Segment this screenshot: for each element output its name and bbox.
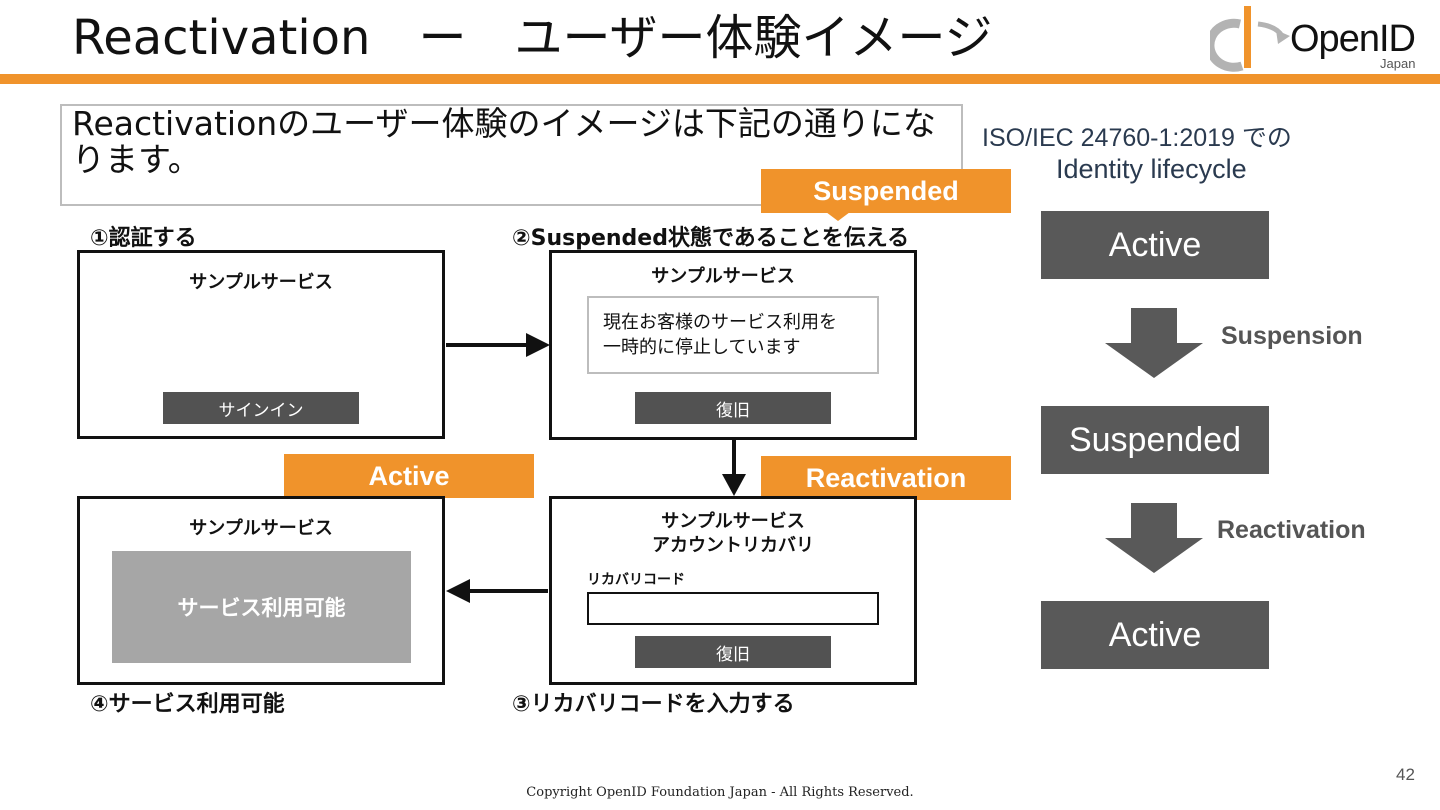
lifecycle-caption-line2: Identity lifecycle — [1056, 154, 1247, 184]
step3-subtitle: アカウントリカバリ — [652, 535, 814, 556]
intro-text: Reactivationのユーザー体験のイメージは下記の通りになります。 — [72, 104, 936, 179]
page-number: 42 — [1396, 765, 1415, 784]
transition-label-reactivation: Reactivation — [1217, 516, 1366, 544]
arrowhead-step2-to-step3 — [722, 474, 746, 496]
suspension-message-line1: 現在お客様のサービス利用を — [603, 312, 837, 333]
header-accent-bar — [0, 74, 1440, 84]
transition-label-suspension: Suspension — [1221, 322, 1363, 350]
step2-label: ②Suspended状態であることを伝える — [512, 226, 910, 251]
lifecycle-caption-line1: ISO/IEC 24760-1:2019 での — [982, 124, 1292, 152]
lifecycle-down-arrow-1 — [1105, 308, 1203, 378]
step4-service-name: サンプルサービス — [189, 518, 333, 539]
suspension-message-line2: 一時的に停止しています — [603, 337, 801, 358]
step1-service-name: サンプルサービス — [189, 272, 333, 293]
recover-button-step3[interactable]: 復旧 — [635, 636, 831, 668]
suspended-tag: Suspended — [761, 169, 1011, 213]
lifecycle-state-active-restored: Active — [1041, 601, 1269, 669]
logo-subtext: Japan — [1380, 56, 1416, 71]
lifecycle-state-active: Active — [1041, 211, 1269, 279]
step2-service-name: サンプルサービス — [651, 266, 795, 287]
signin-button[interactable]: サインイン — [163, 392, 359, 424]
page-title: Reactivation ー ユーザー体験イメージ — [72, 10, 993, 66]
step4-label: ④サービス利用可能 — [90, 692, 285, 717]
recovery-code-label: リカバリコード — [587, 572, 685, 588]
reactivation-tag: Reactivation — [761, 456, 1011, 500]
service-available-box: サービス利用可能 — [112, 551, 411, 663]
copyright-notice: Copyright OpenID Foundation Japan - All … — [526, 785, 914, 800]
active-tag: Active — [284, 454, 534, 498]
arrowhead-step3-to-step4 — [446, 579, 470, 603]
step3-label: ③リカバリコードを入力する — [512, 692, 795, 717]
lifecycle-state-suspended: Suspended — [1041, 406, 1269, 474]
logo-wordmark: OpenID — [1290, 18, 1416, 60]
suspended-tag-pointer — [826, 212, 850, 221]
recovery-code-input[interactable] — [587, 592, 879, 625]
recover-button-step2[interactable]: 復旧 — [635, 392, 831, 424]
step1-label: ①認証する — [90, 226, 197, 251]
arrowhead-step1-to-step2 — [526, 333, 550, 357]
openid-logo-icon — [1210, 6, 1290, 72]
step3-service-name: サンプルサービス — [661, 511, 805, 532]
lifecycle-down-arrow-2 — [1105, 503, 1203, 573]
suspension-message-box: 現在お客様のサービス利用を 一時的に停止しています — [587, 296, 879, 374]
